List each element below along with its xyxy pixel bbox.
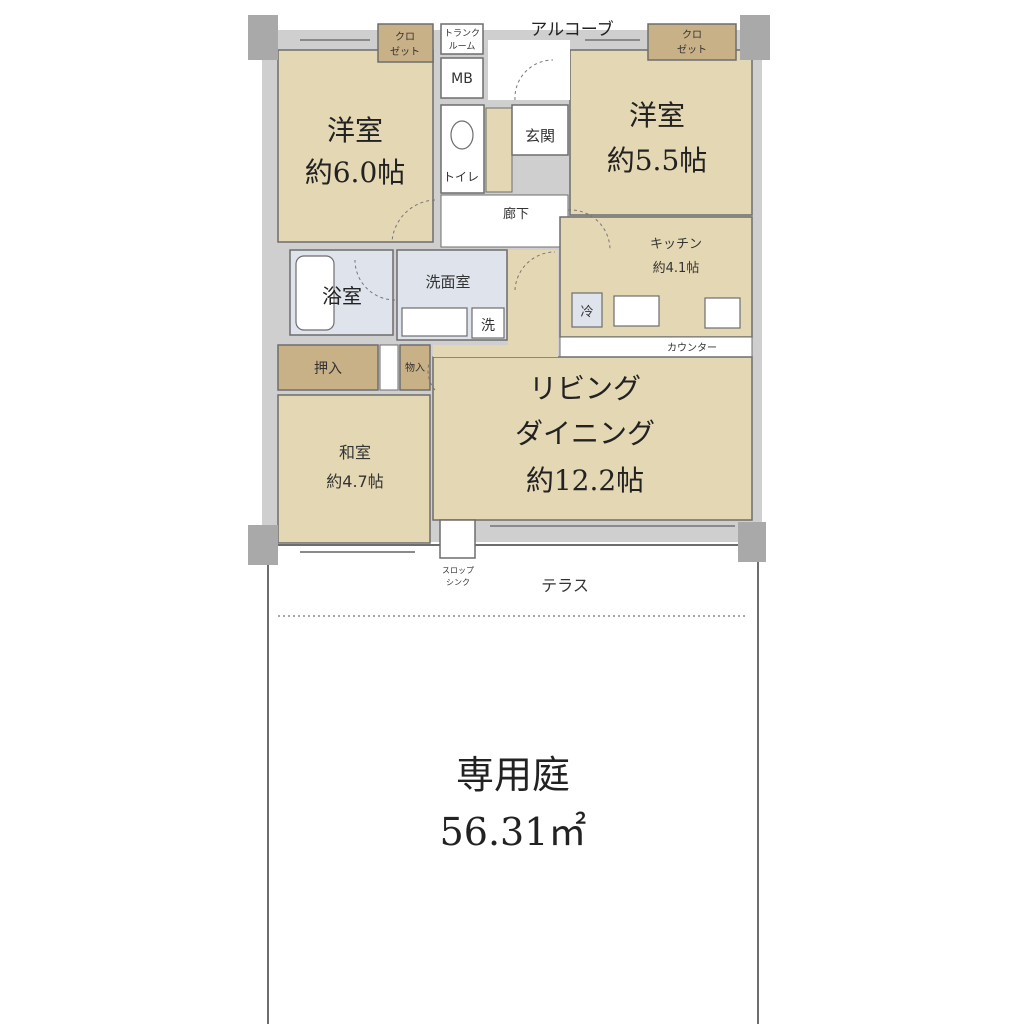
toilet-icon bbox=[450, 120, 474, 150]
terrace-label: テラス bbox=[541, 576, 589, 595]
windows bbox=[300, 39, 735, 553]
alcove-area bbox=[488, 40, 570, 100]
living-line2: ダイニング bbox=[515, 417, 655, 450]
closet-right bbox=[647, 23, 737, 61]
fridge-label: 冷 bbox=[580, 305, 593, 320]
slop-sink bbox=[439, 519, 476, 559]
closet-left-line2: ゼット bbox=[390, 46, 420, 58]
storage-label: 物入 bbox=[405, 361, 425, 374]
washer-icon bbox=[471, 307, 505, 339]
pillar-bottom-right bbox=[738, 522, 766, 562]
trunk-room-line1: トランク bbox=[444, 28, 480, 39]
japanese-size: 約4.7帖 bbox=[326, 472, 383, 491]
entrance-label: 玄関 bbox=[525, 127, 555, 145]
closet-right-line2: ゼット bbox=[677, 44, 707, 56]
door-swings bbox=[354, 59, 611, 391]
closet-right-line1: クロ bbox=[682, 29, 702, 41]
slop-sink-line1: スロップ bbox=[442, 566, 474, 575]
closet-oshiire bbox=[277, 344, 379, 391]
room-western-2 bbox=[569, 49, 753, 216]
fridge-icon bbox=[571, 292, 603, 328]
toilet-label: トイレ bbox=[443, 170, 479, 184]
closet-left-line1: クロ bbox=[395, 31, 415, 43]
mb-label: MB bbox=[451, 71, 473, 87]
japanese-name: 和室 bbox=[339, 443, 371, 462]
bathtub-icon bbox=[295, 255, 335, 331]
wash-basin-icon bbox=[401, 307, 468, 337]
living-line1: リビング bbox=[529, 372, 641, 405]
garden-area-size: 56.31㎡ bbox=[440, 810, 587, 854]
living-size: 約12.2帖 bbox=[526, 464, 644, 497]
western-1-name: 洋室 bbox=[327, 114, 383, 147]
western-2-size: 約5.5帖 bbox=[607, 144, 708, 177]
counter-label: カウンター bbox=[667, 342, 717, 354]
storage-room bbox=[399, 344, 431, 391]
slop-sink-line2: シンク bbox=[446, 578, 470, 587]
washer-label: 洗 bbox=[481, 318, 495, 334]
sink-icon bbox=[613, 295, 660, 327]
garden-area bbox=[267, 544, 759, 1024]
stove-icon bbox=[704, 297, 741, 329]
small-cabinet bbox=[379, 344, 399, 391]
room-living bbox=[432, 356, 753, 521]
western-1-size: 約6.0帖 bbox=[305, 156, 406, 189]
hallway-label: 廊下 bbox=[503, 206, 529, 222]
trunk-room-line2: ルーム bbox=[449, 41, 476, 52]
closet-left bbox=[377, 23, 434, 63]
mb-room bbox=[440, 57, 484, 99]
alcove-label: アルコーブ bbox=[530, 19, 613, 40]
oshiire-label: 押入 bbox=[314, 361, 342, 377]
pillar-bottom-left bbox=[248, 525, 278, 565]
pillar-top-left bbox=[248, 15, 278, 60]
room-japanese bbox=[277, 394, 431, 544]
bath-label: 浴室 bbox=[322, 284, 362, 308]
garden-name: 専用庭 bbox=[456, 753, 570, 797]
kitchen-counter-strip bbox=[559, 336, 753, 358]
room-western-1 bbox=[277, 49, 434, 243]
kitchen-size: 約4.1帖 bbox=[653, 261, 700, 276]
shoe-cabinet bbox=[485, 107, 513, 193]
kitchen-name: キッチン bbox=[650, 237, 702, 252]
living-upper-part bbox=[433, 250, 558, 357]
western-2-name: 洋室 bbox=[629, 99, 685, 132]
pillar-top-right bbox=[740, 15, 770, 60]
trunk-room bbox=[440, 23, 484, 55]
entrance-room bbox=[511, 104, 569, 156]
washroom-label: 洗面室 bbox=[425, 273, 470, 291]
